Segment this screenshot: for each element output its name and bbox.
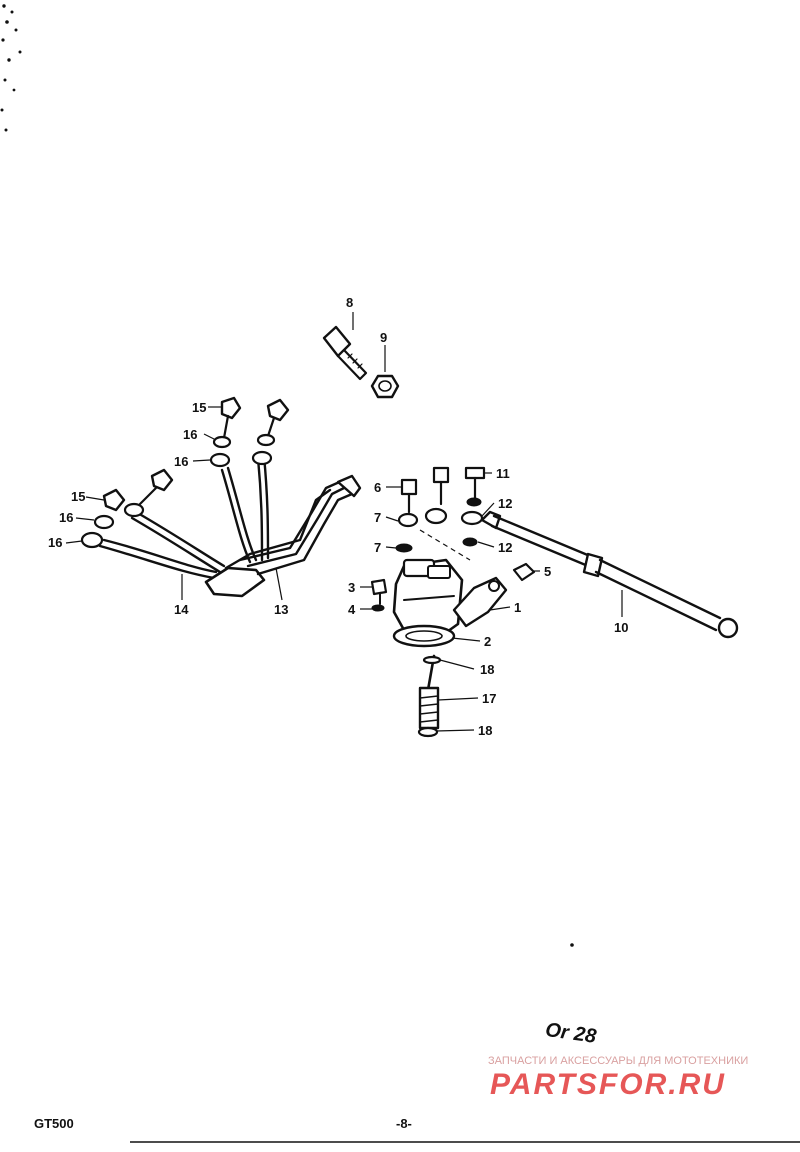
callout-16-upper-b: 16 [174,454,188,469]
part-1-oil-pump [392,558,508,636]
callout-2: 2 [484,634,491,649]
model-label: GT500 [34,1116,74,1131]
callout-1: 1 [514,600,521,615]
callout-18-lower: 18 [478,723,492,738]
callout-14: 14 [174,602,189,617]
callout-12-upper: 12 [498,496,512,511]
part-12-washers [460,510,484,547]
part-3-4-screw-washer [370,578,388,612]
page-number: -8- [396,1116,412,1131]
callout-labels: 8 9 15 16 16 15 16 16 14 13 6 7 7 3 4 11… [48,295,628,738]
leader-lines [65,312,623,732]
callout-7-upper: 7 [374,510,381,525]
callout-5: 5 [544,564,551,579]
part-17-drive-gear [417,654,442,738]
oil-lines-13 [238,474,362,576]
callout-16-lower-a: 16 [59,510,73,525]
watermark-tagline: ЗАПЧАСТИ И АКСЕССУАРЫ ДЛЯ МОТОТЕХНИКИ [488,1055,748,1067]
callout-16-lower-b: 16 [48,535,62,550]
banjo-fittings-left [80,396,290,549]
callout-9: 9 [380,330,387,345]
watermark-brand: PARTSFOR.RU [490,1068,726,1101]
part-9-nut [370,374,400,399]
callout-18-upper: 18 [480,662,494,677]
part-8-banjo-bolt [322,325,368,381]
oil-lines-14 [98,454,332,598]
callout-17: 17 [482,691,496,706]
scan-speckles [0,4,574,947]
callout-8: 8 [346,295,353,310]
callout-6: 6 [374,480,381,495]
part-11-bolt [464,466,486,507]
callout-15-upper: 15 [192,400,206,415]
callout-3: 3 [348,580,355,595]
part-6-7-bolts [395,466,471,561]
handwritten-note: Or 28 [544,1019,599,1048]
part-10-oil-pump-cable [480,510,739,639]
callout-4: 4 [348,602,356,617]
callout-10: 10 [614,620,628,635]
callout-7-lower: 7 [374,540,381,555]
part-5-cap [512,562,536,582]
callout-16-upper-a: 16 [183,427,197,442]
part-2-gasket [392,624,456,648]
callout-12-lower: 12 [498,540,512,555]
callout-13: 13 [274,602,288,617]
callout-11: 11 [496,466,510,481]
callout-15-lower: 15 [71,489,85,504]
